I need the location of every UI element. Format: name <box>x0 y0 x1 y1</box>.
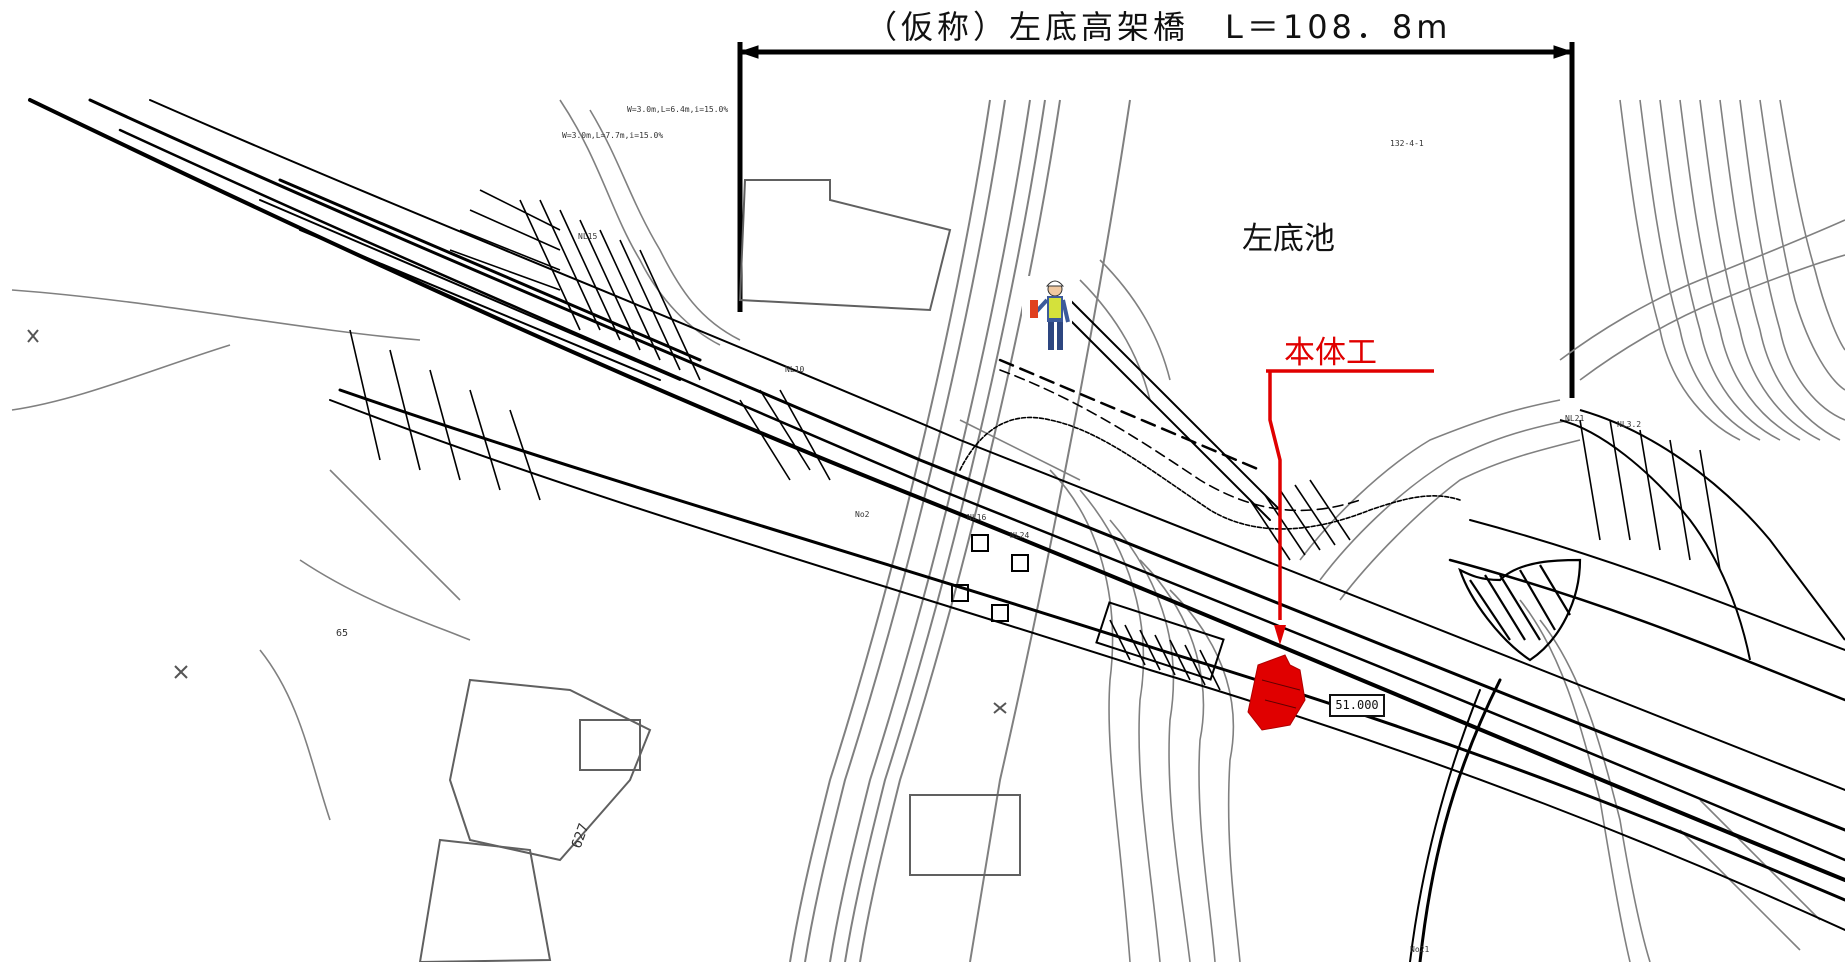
label-no21: No21 <box>1410 945 1430 954</box>
label-no2: No2 <box>855 510 870 519</box>
label-nl10: NL10 <box>785 365 805 374</box>
main-work-label: 本体工 <box>1284 335 1377 371</box>
vertical-road <box>789 99 1131 962</box>
label-nl32: NL3.2 <box>1617 420 1642 429</box>
pier-markers <box>951 534 1225 681</box>
pond-label: 左底池 <box>1242 221 1335 257</box>
main-work-leader <box>1266 369 1434 645</box>
worker-icon <box>1022 276 1072 356</box>
pier-footing <box>1247 654 1306 731</box>
excavation-area <box>1458 558 1582 662</box>
parcel-number: 132-4-1 <box>1390 139 1424 148</box>
bridge-dimension-line <box>737 42 1575 398</box>
bridge-title: （仮称）左底高架橋 L＝108．8m <box>865 8 1452 46</box>
station-label: 51.000 <box>1329 694 1385 717</box>
label-65: 65 <box>336 628 349 639</box>
highway-alignment <box>28 98 1845 962</box>
label-nl15: NL15 <box>578 232 598 241</box>
ramp-note-1: W=3.0m,L=6.4m,i=15.0% <box>627 105 729 114</box>
ramp-note-2: W=3.0m,L=7.7m,i=15.0% <box>562 131 664 140</box>
site-boundary <box>1559 409 1845 661</box>
contour-lines <box>11 99 1845 962</box>
label-nl21: NL21 <box>1565 414 1585 423</box>
slope-hatching <box>349 189 1721 691</box>
label-nl16: NL16 <box>967 513 987 522</box>
label-nl24: NL24 <box>1010 531 1030 540</box>
map-crosses <box>27 329 1007 714</box>
buildings <box>418 179 1021 962</box>
